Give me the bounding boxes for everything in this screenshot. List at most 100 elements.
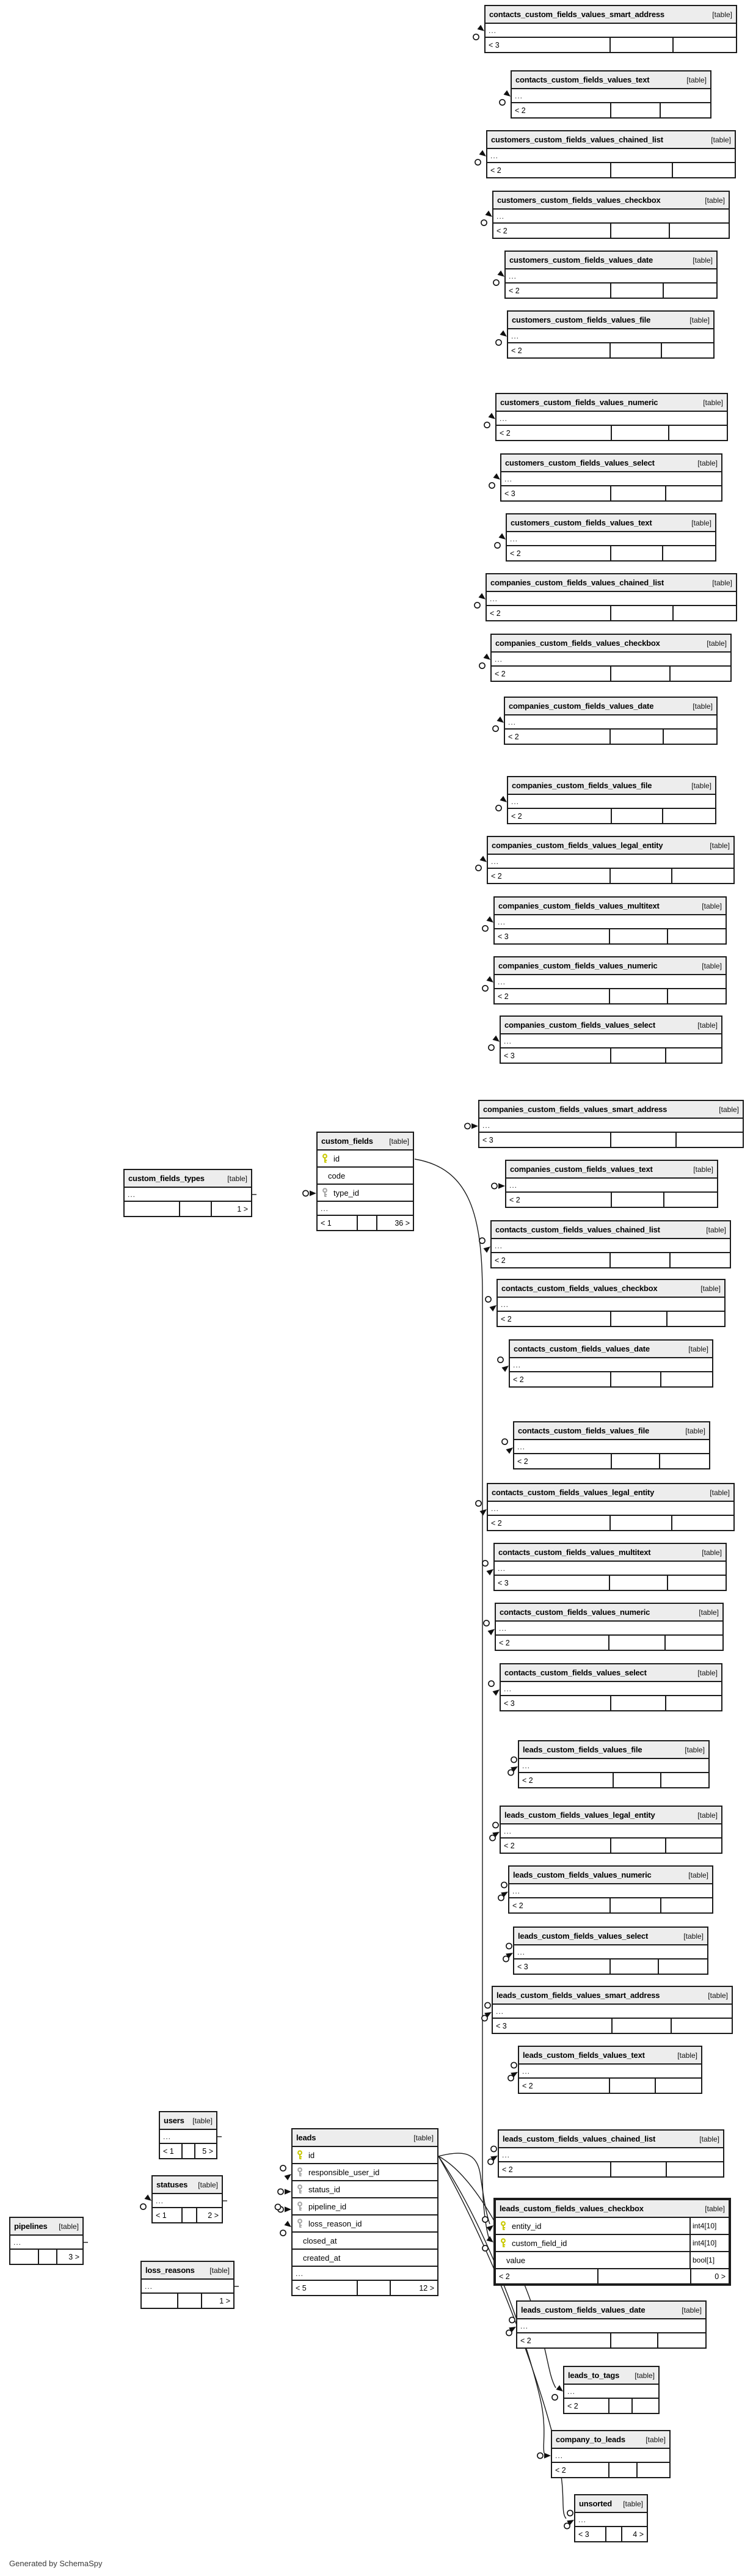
table-contacts_custom_fields_values_smart_address[interactable]: contacts_custom_fields_values_smart_addr… xyxy=(484,5,737,53)
table-name[interactable]: contacts_custom_fields_values_chained_li… xyxy=(495,1225,660,1234)
table-name[interactable]: contacts_custom_fields_values_legal_enti… xyxy=(492,1488,655,1497)
table-leads_to_tags[interactable]: leads_to_tags[table]...< 2 xyxy=(563,2366,660,2414)
table-companies_custom_fields_values_checkbox[interactable]: companies_custom_fields_values_checkbox[… xyxy=(490,634,732,682)
table-name[interactable]: company_to_leads xyxy=(556,2435,625,2444)
table-contacts_custom_fields_values_file[interactable]: contacts_custom_fields_values_file[table… xyxy=(513,1421,710,1469)
table-name[interactable]: leads_custom_fields_values_select xyxy=(518,1931,649,1941)
table-leads_custom_fields_values_legal_entity[interactable]: leads_custom_fields_values_legal_entity[… xyxy=(500,1806,722,1854)
table-name[interactable]: contacts_custom_fields_values_smart_addr… xyxy=(489,10,664,19)
table-contacts_custom_fields_values_chained_list[interactable]: contacts_custom_fields_values_chained_li… xyxy=(490,1220,731,1268)
table-custom_fields_types[interactable]: custom_fields_types[table]...1 > xyxy=(123,1169,252,1217)
table-name[interactable]: companies_custom_fields_values_checkbox xyxy=(495,639,660,648)
table-name[interactable]: contacts_custom_fields_values_date xyxy=(514,1344,650,1353)
table-leads_custom_fields_values_select[interactable]: leads_custom_fields_values_select[table]… xyxy=(513,1927,708,1975)
table-name[interactable]: statuses xyxy=(156,2180,188,2189)
table-customers_custom_fields_values_file[interactable]: customers_custom_fields_values_file[tabl… xyxy=(507,310,715,359)
table-header: contacts_custom_fields_values_chained_li… xyxy=(492,1221,730,1239)
table-leads_custom_fields_values_file[interactable]: leads_custom_fields_values_file[table]..… xyxy=(518,1740,710,1788)
table-contacts_custom_fields_values_date[interactable]: contacts_custom_fields_values_date[table… xyxy=(509,1339,713,1388)
table-tag-label: [table] xyxy=(693,701,713,711)
table-name[interactable]: customers_custom_fields_values_numeric xyxy=(500,398,658,407)
table-loss_reasons[interactable]: loss_reasons[table]...1 > xyxy=(140,2261,235,2309)
table-companies_custom_fields_values_text[interactable]: companies_custom_fields_values_text[tabl… xyxy=(505,1160,718,1208)
table-leads_custom_fields_values_checkbox[interactable]: leads_custom_fields_values_checkbox[tabl… xyxy=(493,2198,731,2286)
table-leads_custom_fields_values_numeric[interactable]: leads_custom_fields_values_numeric[table… xyxy=(508,1865,713,1914)
table-name[interactable]: contacts_custom_fields_values_checkbox xyxy=(501,1284,658,1293)
table-companies_custom_fields_values_legal_entity[interactable]: companies_custom_fields_values_legal_ent… xyxy=(487,836,735,884)
table-leads_custom_fields_values_chained_list[interactable]: leads_custom_fields_values_chained_list[… xyxy=(498,2129,724,2178)
table-name[interactable]: companies_custom_fields_values_legal_ent… xyxy=(492,841,663,850)
table-name[interactable]: companies_custom_fields_values_smart_add… xyxy=(483,1105,668,1114)
table-companies_custom_fields_values_date[interactable]: companies_custom_fields_values_date [tabl… xyxy=(504,697,718,745)
table-name[interactable]: custom_fields xyxy=(321,1136,373,1146)
table-name[interactable]: users xyxy=(164,2116,184,2125)
table-name[interactable]: customers_custom_fields_values_select xyxy=(505,458,655,467)
table-name[interactable]: customers_custom_fields_values_file xyxy=(512,315,651,324)
table-name[interactable]: leads_custom_fields_values_chained_list xyxy=(503,2134,656,2143)
table-companies_custom_fields_values_smart_address[interactable]: companies_custom_fields_values_smart_add… xyxy=(478,1100,744,1148)
table-name[interactable]: leads_custom_fields_values_smart_address xyxy=(497,1991,660,2000)
table-name[interactable]: leads_custom_fields_values_numeric xyxy=(513,1870,652,1879)
table-companies_custom_fields_values_chained_list[interactable]: companies_custom_fields_values_chained_l… xyxy=(486,573,737,621)
table-contacts_custom_fields_values_checkbox[interactable]: contacts_custom_fields_values_checkbox[t… xyxy=(497,1279,726,1327)
table-name[interactable]: contacts_custom_fields_values_numeric xyxy=(500,1608,650,1617)
table-name[interactable]: customers_custom_fields_values_checkbox xyxy=(497,196,661,205)
table-name[interactable]: companies_custom_fields_values_text xyxy=(510,1165,653,1174)
zero-or-one-circle xyxy=(464,1122,471,1130)
children-count-cell xyxy=(674,606,736,620)
table-name[interactable]: contacts_custom_fields_values_multitext xyxy=(498,1548,651,1557)
table-name[interactable]: leads_custom_fields_values_checkbox xyxy=(500,2204,644,2213)
table-name[interactable]: contacts_custom_fields_values_file xyxy=(518,1426,650,1435)
table-customers_custom_fields_values_checkbox[interactable]: customers_custom_fields_values_checkbox[… xyxy=(492,191,730,239)
table-name[interactable]: leads_custom_fields_values_text xyxy=(523,2051,645,2060)
table-companies_custom_fields_values_numeric[interactable]: companies_custom_fields_values_numeric[t… xyxy=(493,956,727,1004)
table-name[interactable]: custom_fields_types xyxy=(128,1174,205,1183)
table-name[interactable]: leads_to_tags xyxy=(568,2371,620,2380)
table-customers_custom_fields_values_date[interactable]: customers_custom_fields_values_date[tabl… xyxy=(504,251,718,299)
table-customers_custom_fields_values_numeric[interactable]: customers_custom_fields_values_numeric[t… xyxy=(495,393,728,441)
table-name[interactable]: unsorted xyxy=(579,2499,613,2508)
table-name[interactable]: leads_custom_fields_values_date xyxy=(521,2305,646,2314)
table-company_to_leads[interactable]: company_to_leads[table]...< 2 xyxy=(551,2430,671,2478)
table-name[interactable]: companies_custom_fields_values_date xyxy=(509,701,654,711)
table-name[interactable]: customers_custom_fields_values_chained_l… xyxy=(491,135,663,144)
table-name[interactable]: pipelines xyxy=(14,2222,48,2231)
table-name[interactable]: customers_custom_fields_values_date xyxy=(509,255,653,265)
table-contacts_custom_fields_values_multitext[interactable]: contacts_custom_fields_values_multitext[… xyxy=(493,1543,727,1591)
table-customers_custom_fields_values_text[interactable]: customers_custom_fields_values_text[tabl… xyxy=(506,513,716,562)
table-companies_custom_fields_values_select[interactable]: companies_custom_fields_values_select[ta… xyxy=(500,1015,722,1064)
table-tag-label: [table] xyxy=(702,901,722,910)
table-contacts_custom_fields_values_select[interactable]: contacts_custom_fields_values_select[tab… xyxy=(500,1663,722,1711)
table-name[interactable]: companies_custom_fields_values_chained_l… xyxy=(490,578,664,587)
table-name[interactable]: customers_custom_fields_values_text xyxy=(511,518,652,527)
table-leads_custom_fields_values_text[interactable]: leads_custom_fields_values_text[table]..… xyxy=(518,2046,702,2094)
table-customers_custom_fields_values_select[interactable]: customers_custom_fields_values_select[ta… xyxy=(500,453,722,502)
table-companies_custom_fields_values_file[interactable]: companies_custom_fields_values_file[tabl… xyxy=(507,776,716,824)
table-companies_custom_fields_values_multitext[interactable]: companies_custom_fields_values_multitext… xyxy=(493,896,727,945)
table-name[interactable]: companies_custom_fields_values_multitext xyxy=(498,901,660,910)
table-name[interactable]: leads_custom_fields_values_file xyxy=(523,1745,642,1754)
table-contacts_custom_fields_values_text[interactable]: contacts_custom_fields_values_text[table… xyxy=(511,70,711,119)
table-leads_custom_fields_values_date[interactable]: leads_custom_fields_values_date[table]..… xyxy=(516,2300,707,2349)
table-customers_custom_fields_values_chained_list[interactable]: customers_custom_fields_values_chained_l… xyxy=(486,130,736,178)
table-name[interactable]: companies_custom_fields_values_file xyxy=(512,781,652,790)
table-name[interactable]: contacts_custom_fields_values_select xyxy=(504,1668,647,1677)
table-pipelines[interactable]: pipelines[table]...3 > xyxy=(9,2217,84,2265)
column-name: custom_field_id xyxy=(512,2238,567,2248)
table-name[interactable]: leads_custom_fields_values_legal_entity xyxy=(504,1810,655,1820)
table-contacts_custom_fields_values_legal_entity[interactable]: contacts_custom_fields_values_legal_enti… xyxy=(487,1483,735,1531)
table-leads_custom_fields_values_smart_address[interactable]: leads_custom_fields_values_smart_address… xyxy=(492,1986,733,2034)
table-name[interactable]: leads xyxy=(296,2133,316,2142)
table-contacts_custom_fields_values_numeric[interactable]: contacts_custom_fields_values_numeric[ta… xyxy=(495,1603,724,1651)
table-name[interactable]: companies_custom_fields_values_numeric xyxy=(498,961,658,970)
table-name[interactable]: loss_reasons xyxy=(145,2266,195,2275)
column-name: code xyxy=(328,1171,346,1180)
table-name[interactable]: companies_custom_fields_values_select xyxy=(504,1020,655,1030)
children-count-cell: 1 > xyxy=(219,2296,230,2305)
table-name[interactable]: contacts_custom_fields_values_text xyxy=(515,75,650,84)
